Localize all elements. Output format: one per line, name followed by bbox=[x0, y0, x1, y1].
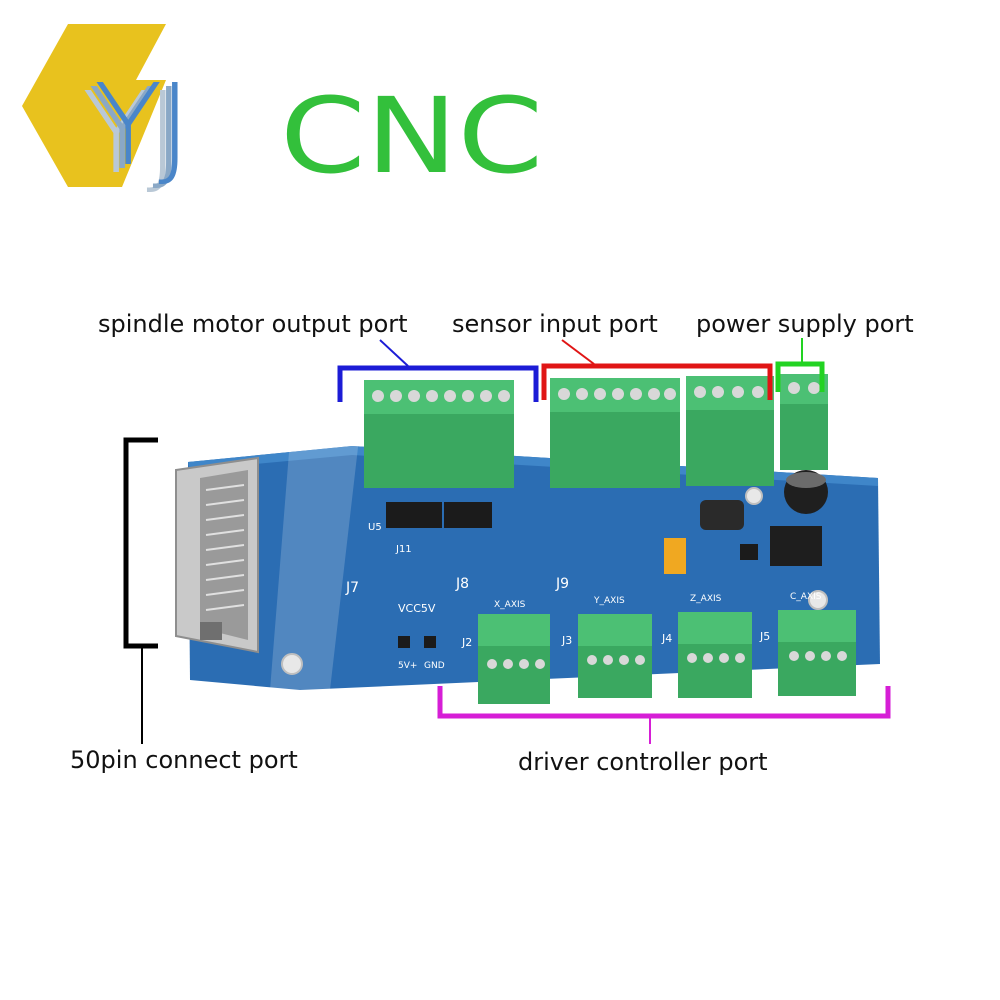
silk-j4: J4 bbox=[661, 632, 672, 645]
logo-cnc-letters: CNC bbox=[280, 75, 544, 197]
silk-j8: J8 bbox=[455, 576, 469, 592]
silk-j2: J2 bbox=[461, 636, 472, 649]
silk-c-axis: C_AXIS bbox=[790, 592, 822, 602]
hexagon-logo-mark bbox=[22, 24, 166, 187]
silk-u5: U5 bbox=[368, 522, 382, 533]
silk-5v: 5V+ bbox=[398, 661, 417, 671]
silk-y-axis: Y_AXIS bbox=[593, 596, 625, 606]
silk-j9: J9 bbox=[555, 576, 569, 592]
silk-vcc5v: VCC5V bbox=[398, 602, 436, 615]
silk-gnd: GND bbox=[424, 661, 445, 671]
brand-logo: YJ CNC bbox=[18, 22, 543, 197]
label-spindle-motor-output-port: spindle motor output port bbox=[98, 310, 408, 338]
label-power-supply-port: power supply port bbox=[696, 310, 914, 338]
silk-j5: J5 bbox=[759, 630, 770, 643]
silk-j11: J11 bbox=[395, 544, 412, 555]
silk-j7: J7 bbox=[345, 580, 359, 596]
label-50pin-connect-port: 50pin connect port bbox=[70, 746, 298, 774]
label-driver-controller-port: driver controller port bbox=[518, 748, 768, 776]
silk-j3: J3 bbox=[561, 634, 572, 647]
label-sensor-input-port: sensor input port bbox=[452, 310, 658, 338]
logo-yj-letters: YJ bbox=[94, 61, 191, 191]
silk-x-axis: X_AXIS bbox=[494, 600, 526, 610]
silk-z-axis: Z_AXIS bbox=[690, 594, 722, 604]
